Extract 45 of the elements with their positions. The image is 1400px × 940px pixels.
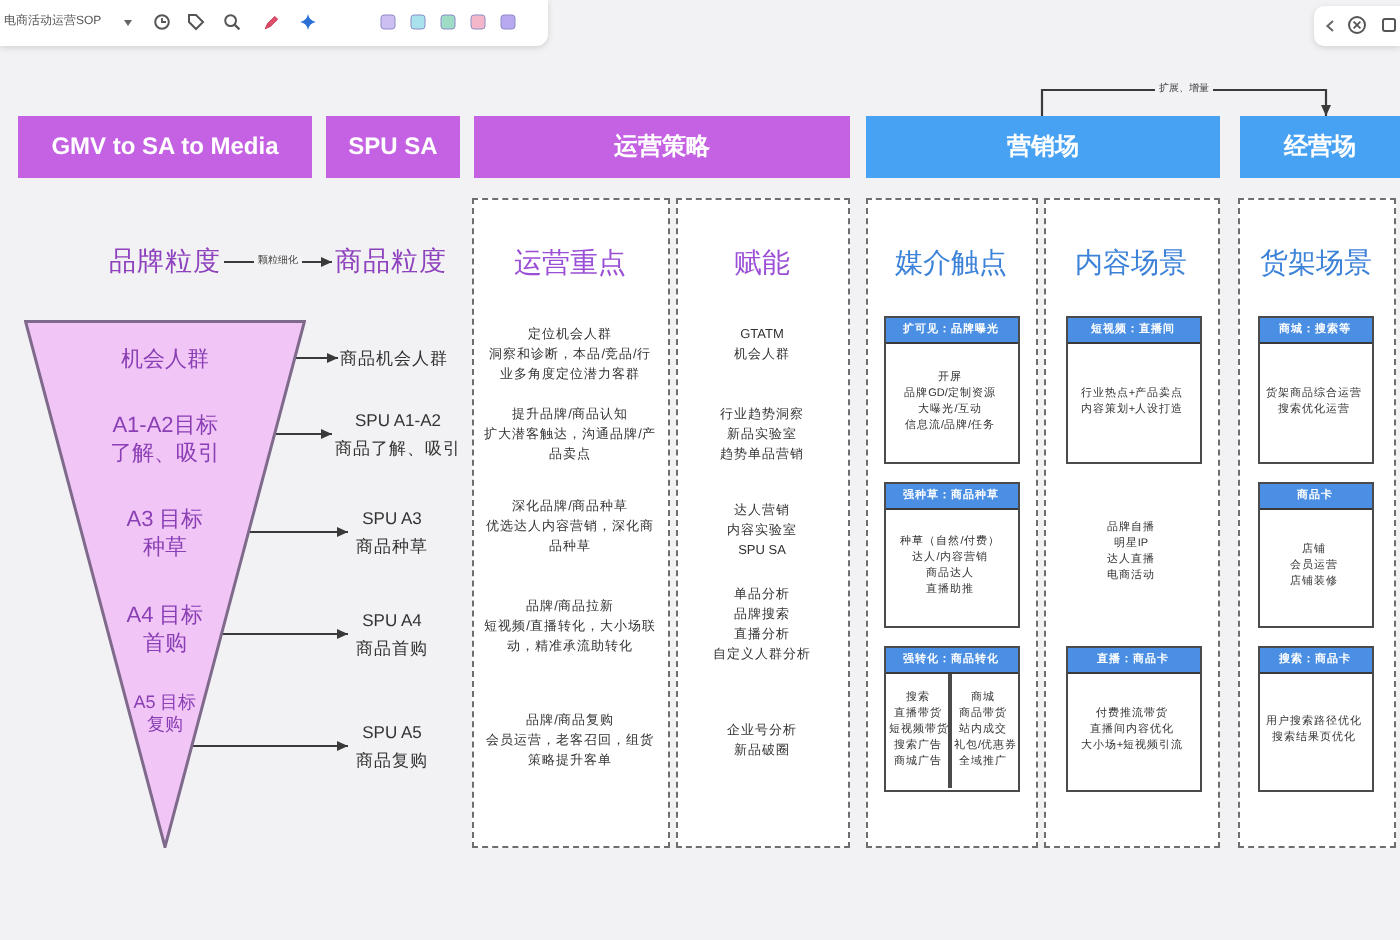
- card: [1257, 645, 1373, 791]
- level-label: 品牌粒度: [108, 244, 222, 280]
- text-label: SPU A5: [360, 720, 424, 746]
- funnel-label: A1-A2目标了解、吸引: [108, 412, 222, 468]
- header-bar: 营销场: [866, 116, 1220, 178]
- arrow: [275, 429, 332, 439]
- dashed-panel: [676, 198, 850, 848]
- card: [1065, 645, 1201, 791]
- text-label: SPU A3: [360, 506, 424, 532]
- header-bar: 经营场: [1240, 116, 1400, 178]
- level-label: 商品粒度: [334, 244, 448, 280]
- text-label: 商品种草: [354, 534, 430, 560]
- funnel-label: 机会人群: [119, 346, 211, 374]
- column-heading: 货架场景: [1258, 244, 1374, 282]
- card: [1065, 315, 1201, 463]
- card: [883, 481, 1019, 627]
- header-bar: GMV to SA to Media: [18, 116, 312, 178]
- card: [883, 645, 1019, 791]
- text-label: SPU A4: [360, 608, 424, 634]
- arrow: [222, 629, 348, 639]
- header-bar: SPU SA: [326, 116, 460, 178]
- dashed-panel: [472, 198, 670, 848]
- dashed-panel: [1044, 198, 1220, 848]
- text-label: 商品了解、吸引: [334, 436, 462, 462]
- text-label: SPU A1-A2: [353, 408, 443, 434]
- header-bar: 运营策略: [474, 116, 850, 178]
- text-label: 商品机会人群: [340, 346, 448, 372]
- card: [1257, 481, 1373, 627]
- card: [883, 315, 1019, 463]
- card: [1257, 315, 1373, 463]
- arrow: [249, 527, 348, 537]
- text-label: 商品首购: [354, 636, 430, 662]
- funnel-label: A5 目标复购: [131, 692, 199, 736]
- column-heading: 媒介触点: [893, 244, 1009, 282]
- arrow: [192, 741, 348, 751]
- funnel-shape: [24, 320, 306, 848]
- column-heading: 赋能: [732, 244, 792, 282]
- arrow: [295, 353, 338, 363]
- column-heading: 内容场景: [1073, 244, 1189, 282]
- funnel-label: A3 目标种草: [124, 506, 206, 562]
- dashed-panel: [866, 198, 1038, 848]
- text-label: 商品复购: [354, 748, 430, 774]
- column-heading: 运营重点: [512, 244, 628, 282]
- funnel-label: A4 目标首购: [124, 602, 206, 658]
- dashed-panel: [1238, 198, 1396, 848]
